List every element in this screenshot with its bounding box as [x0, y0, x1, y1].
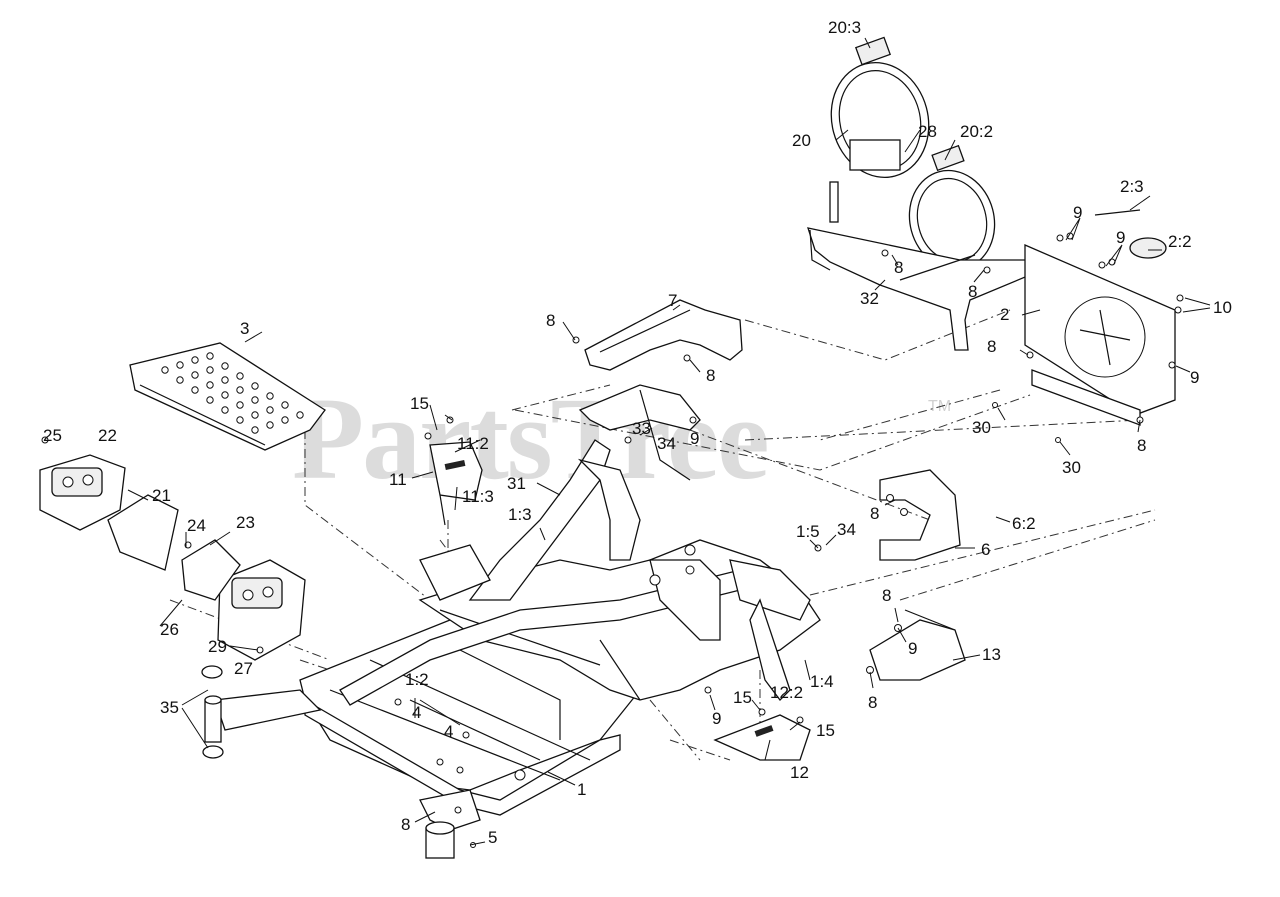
panel-21	[107, 494, 179, 571]
callout-5: 5	[488, 828, 497, 847]
callout-20: 20	[792, 131, 811, 150]
callout-1: 1	[577, 780, 586, 799]
callout-21: 21	[152, 486, 171, 505]
callout-8-b: 8	[968, 282, 977, 301]
watermark: PartsTree	[292, 373, 770, 504]
callout-2: 2	[1000, 305, 1009, 324]
shield-7	[584, 299, 743, 371]
callout-6-2: 6:2	[1012, 514, 1036, 533]
callout-8-a: 8	[894, 258, 903, 277]
callout-22: 22	[98, 426, 117, 445]
leader-lines	[127, 37, 1211, 846]
callout-32: 32	[860, 289, 879, 308]
callout-2-3: 2:3	[1120, 177, 1144, 196]
callout-31: 31	[507, 474, 526, 493]
callout-30-a: 30	[972, 418, 991, 437]
shield-6	[879, 469, 961, 561]
callout-12: 12	[790, 763, 809, 782]
control-panel-22	[39, 454, 126, 531]
rear-panel	[1024, 209, 1176, 426]
callout-8-c: 8	[546, 311, 555, 330]
control-panel-23	[181, 539, 306, 661]
callout-8-d: 8	[706, 366, 715, 385]
callout-23: 23	[236, 513, 255, 532]
callout-15-a: 15	[410, 394, 429, 413]
callout-29: 29	[208, 637, 227, 656]
callout-9-a: 9	[1073, 203, 1082, 222]
callout-9-b: 9	[1116, 228, 1125, 247]
callout-1-3: 1:3	[508, 505, 532, 524]
tank-strap-upper	[830, 36, 930, 179]
callout-20-2: 20:2	[960, 122, 993, 141]
callout-20-3: 20:3	[828, 18, 861, 37]
callout-27: 27	[234, 659, 253, 678]
callout-24: 24	[187, 516, 206, 535]
callout-11-3: 11:3	[462, 487, 494, 506]
callout-8-e: 8	[987, 337, 996, 356]
callout-8-j: 8	[401, 815, 410, 834]
callout-26: 26	[160, 620, 179, 639]
callout-4-a: 4	[412, 703, 421, 722]
callout-8-g: 8	[870, 504, 879, 523]
callout-33: 33	[632, 419, 651, 438]
callout-13: 13	[982, 645, 1001, 664]
callout-11-2: 11:2	[457, 434, 489, 453]
callout-9-d: 9	[690, 429, 699, 448]
callout-15-c: 15	[816, 721, 835, 740]
callout-labels: 20:3 20 28 20:2 2:3 9 9 2:2 10 2 8 8 32 …	[43, 18, 1232, 847]
shield-33	[578, 384, 701, 481]
callout-30-b: 30	[1062, 458, 1081, 477]
callout-1-5: 1:5	[796, 522, 820, 541]
bracket-11	[429, 441, 483, 526]
callout-1-4: 1:4	[810, 672, 834, 691]
callout-34-b: 34	[837, 520, 856, 539]
floor-plate-holes	[161, 352, 304, 434]
callout-2-2: 2:2	[1168, 232, 1192, 251]
callout-25: 25	[43, 426, 62, 445]
shield-13	[869, 609, 966, 681]
callout-12-2: 12:2	[770, 683, 803, 702]
callout-3: 3	[240, 319, 249, 338]
callout-7: 7	[668, 291, 677, 310]
tank-strap-lower	[908, 144, 996, 271]
callout-28: 28	[918, 122, 937, 141]
callout-1-2: 1:2	[405, 670, 429, 689]
callout-4-b: 4	[444, 722, 453, 741]
callout-9-c: 9	[1190, 368, 1199, 387]
main-frame	[214, 439, 821, 831]
callout-15-b: 15	[733, 688, 752, 707]
callout-9-f: 9	[712, 709, 721, 728]
callout-6: 6	[981, 540, 990, 559]
callout-8-h: 8	[882, 586, 891, 605]
callout-10: 10	[1213, 298, 1232, 317]
callout-34-a: 34	[657, 434, 676, 453]
hardware-fasteners	[41, 232, 1184, 848]
callout-9-e: 9	[908, 639, 917, 658]
callout-8-f: 8	[1137, 436, 1146, 455]
plate-12	[713, 714, 811, 761]
callout-35: 35	[160, 698, 179, 717]
caster-tube-5	[425, 821, 455, 859]
callout-8-i: 8	[868, 693, 877, 712]
callout-11: 11	[389, 470, 407, 489]
caster-tube-35	[201, 665, 224, 759]
